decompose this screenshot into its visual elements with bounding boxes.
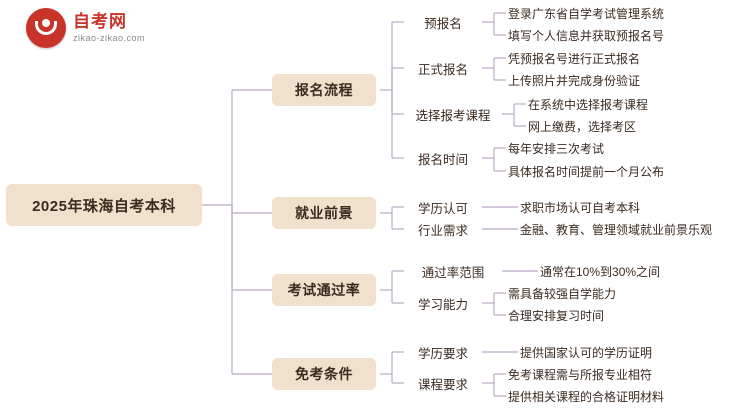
leaf-2-2-1: 金融、教育、管理领域就业前景乐观 <box>520 222 713 237</box>
leaf-1-3-1: 在系统中选择报考课程 <box>528 97 649 112</box>
leaf-1-4-1: 每年安排三次考试 <box>508 141 605 156</box>
leaf-3-2-2: 合理安排复习时间 <box>508 308 605 323</box>
leaf-1-2-2: 上传照片并完成身份验证 <box>508 73 641 88</box>
sub-node-1-3[interactable]: 选择报考课程 <box>415 108 491 123</box>
sub-node-1-1[interactable]: 预报名 <box>424 16 462 31</box>
sub-node-2-2[interactable]: 行业需求 <box>417 223 468 238</box>
sub-node-3-2[interactable]: 学习能力 <box>417 297 468 312</box>
sub-node-3-1[interactable]: 通过率范围 <box>421 265 485 280</box>
leaf-3-2-1: 需具备较强自学能力 <box>508 286 617 301</box>
leaf-1-4-2: 具体报名时间提前一个月公布 <box>508 164 665 179</box>
leaf-1-2-1: 凭预报名号进行正式报名 <box>508 51 641 66</box>
logo-icon <box>26 8 66 48</box>
branch-node-3[interactable]: 考试通过率 <box>272 274 376 306</box>
logo-title: 自考网 <box>73 12 127 31</box>
sub-node-2-1[interactable]: 学历认可 <box>417 201 468 216</box>
sub-node-1-2[interactable]: 正式报名 <box>417 62 468 77</box>
leaf-4-2-1: 免考课程需与所报专业相符 <box>508 367 653 382</box>
leaf-2-1-1: 求职市场认可自考本科 <box>520 200 641 215</box>
sub-node-1-4[interactable]: 报名时间 <box>417 152 468 167</box>
site-logo: 自考网 zikao-zikao.com <box>26 8 145 48</box>
branch-node-2[interactable]: 就业前景 <box>272 197 376 229</box>
leaf-3-1-1: 通常在10%到30%之间 <box>540 264 661 279</box>
branch-node-4[interactable]: 免考条件 <box>272 358 376 390</box>
logo-text: 自考网 zikao-zikao.com <box>73 13 145 43</box>
leaf-4-2-2: 提供相关课程的合格证明材料 <box>508 389 665 404</box>
leaf-1-1-2: 填写个人信息并获取预报名号 <box>508 28 665 43</box>
leaf-4-1-1: 提供国家认可的学历证明 <box>520 345 653 360</box>
mindmap-root: 2025年珠海自考本科 <box>6 184 202 226</box>
logo-subtitle: zikao-zikao.com <box>73 33 146 43</box>
leaf-1-3-2: 网上缴费，选择考区 <box>528 119 637 134</box>
sub-node-4-2[interactable]: 课程要求 <box>417 377 468 392</box>
sub-node-4-1[interactable]: 学历要求 <box>417 346 468 361</box>
branch-node-1[interactable]: 报名流程 <box>272 74 376 106</box>
leaf-1-1-1: 登录广东省自学考试管理系统 <box>508 6 665 21</box>
